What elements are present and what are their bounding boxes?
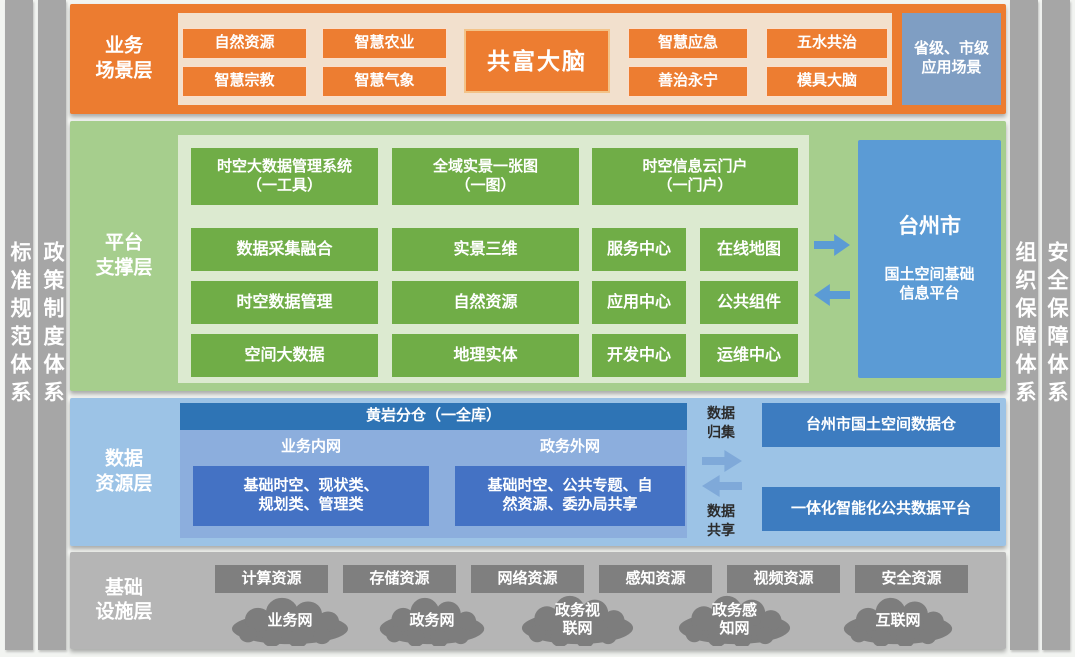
- platform-cell-spatial-big-data: 空间大数据: [191, 334, 378, 377]
- network-cloud-government-label: 政务网: [409, 612, 455, 629]
- cloud-icon: [232, 597, 348, 646]
- network-cloud-sensing-label: 政务感 知网: [711, 602, 757, 637]
- scenario-item-mold-brain: 模具大脑: [766, 66, 888, 97]
- network-cloud-video-link: 政务视 联网: [520, 594, 635, 646]
- left-bar-standards: 标准规范体系: [5, 0, 33, 650]
- scenario-item-smart-weather: 智慧气象: [322, 66, 447, 97]
- cloud-icon: [379, 597, 485, 646]
- resource-video: 视频资源: [727, 565, 840, 593]
- extranet-title: 政务外网: [539, 437, 600, 455]
- right-bar-security-label: 安全保障体系: [1045, 241, 1068, 409]
- cloud-icon: [521, 595, 634, 646]
- huangyan-warehouse-header: 黄岩分仓（一全库）: [180, 403, 687, 430]
- cloud-icon: [843, 597, 953, 646]
- platform-cell-natural-resources: 自然资源: [392, 281, 579, 324]
- platform-arrow-right-icon: [814, 234, 850, 256]
- right-bar-organization: 组织保障体系: [1010, 0, 1038, 650]
- cloud-icon: [678, 595, 791, 646]
- platform-layer-label: 平台 支撑层: [95, 232, 153, 278]
- platform-cell-online-map: 在线地图: [700, 228, 798, 271]
- platform-header-one-map: 全域实景一张图 （一图）: [392, 148, 579, 205]
- intranet-data-box: 基础时空、现状类、 规划类、管理类: [193, 466, 429, 526]
- scenario-item-good-governance: 善治永宁: [628, 66, 748, 97]
- platform-layer: 平台 支撑层 时空大数据管理系统 （一工具） 全域实景一张图 （一图） 时空信息…: [70, 121, 1006, 391]
- taizhou-platform-city: 台州市: [898, 215, 961, 239]
- data-layer: 数据 资源层 黄岩分仓（一全库） 业务内网 政务外网 基础时空、现状类、 规划类…: [70, 398, 1006, 546]
- infra-layer-label: 基础 设施层: [95, 576, 153, 623]
- left-bar-policy: 政策制度体系: [38, 0, 66, 650]
- platform-cell-common-components: 公共组件: [700, 281, 798, 324]
- taizhou-platform-name: 国土空间基础 信息平台: [884, 266, 975, 303]
- taizhou-spatial-warehouse-box: 台州市国土空间数据仓: [762, 403, 1000, 447]
- taizhou-platform-box: 台州市 国土空间基础 信息平台: [858, 140, 1001, 378]
- network-cloud-government: 政务网: [378, 596, 486, 646]
- network-cloud-video-link-label: 政务视 联网: [554, 602, 600, 637]
- right-bar-security: 安全保障体系: [1042, 0, 1070, 650]
- network-cloud-internet: 互联网: [842, 596, 954, 646]
- network-cloud-sensing: 政务感 知网: [677, 594, 792, 646]
- platform-arrow-left-icon: [814, 284, 850, 306]
- scenario-item-common-prosperity-brain: 共富大脑: [464, 29, 610, 93]
- platform-cell-spatiotemporal-data: 时空数据管理: [191, 281, 378, 324]
- resource-storage: 存储资源: [343, 565, 456, 593]
- network-cloud-internet-label: 互联网: [875, 612, 921, 629]
- left-bar-standards-label: 标准规范体系: [8, 241, 31, 409]
- platform-cell-service-center: 服务中心: [592, 228, 686, 271]
- right-bar-organization-label: 组织保障体系: [1013, 241, 1036, 409]
- scenario-item-smart-religion: 智慧宗教: [182, 66, 307, 97]
- data-share-arrow-icon: [702, 475, 742, 497]
- scenario-item-smart-agriculture: 智慧农业: [322, 28, 447, 59]
- resource-security: 安全资源: [855, 565, 968, 593]
- platform-cell-ops-center: 运维中心: [700, 334, 798, 377]
- scenario-layer: 业务 场景层 自然资源 智慧农业 智慧宗教 智慧气象 共富大脑 智慧应急 五水共…: [70, 4, 1006, 114]
- extranet-data-box: 基础时空、公共专题、自 然资源、委办局共享: [455, 466, 685, 526]
- platform-cell-data-collection: 数据采集融合: [191, 228, 378, 271]
- platform-cell-geographic-entity: 地理实体: [392, 334, 579, 377]
- data-collect-label: 数据 归集: [707, 405, 735, 440]
- platform-header-big-data-system: 时空大数据管理系统 （一工具）: [191, 148, 378, 205]
- network-cloud-business-label: 业务网: [267, 612, 313, 629]
- integrated-public-data-platform-box: 一体化智能化公共数据平台: [762, 487, 1000, 531]
- scenario-layer-label: 业务 场景层: [95, 35, 153, 81]
- scenario-provincial-city-box: 省级、市级 应用场景: [902, 13, 1001, 105]
- resource-sensing: 感知资源: [599, 565, 712, 593]
- scenario-item-natural-resources: 自然资源: [182, 28, 307, 59]
- scenario-item-five-water: 五水共治: [766, 28, 888, 59]
- scenario-item-smart-emergency: 智慧应急: [628, 28, 748, 59]
- resource-network: 网络资源: [471, 565, 584, 593]
- platform-cell-dev-center: 开发中心: [592, 334, 686, 377]
- data-collect-arrow-icon: [702, 450, 742, 472]
- data-share-label: 数据 共享: [707, 503, 735, 538]
- data-layer-label: 数据 资源层: [95, 448, 153, 494]
- platform-header-cloud-portal: 时空信息云门户 （一门户）: [592, 148, 798, 205]
- infra-layer: 基础 设施层 计算资源 存储资源 网络资源 感知资源 视频资源 安全资源 业务网…: [70, 552, 1006, 649]
- left-bar-policy-label: 政策制度体系: [41, 241, 64, 409]
- platform-cell-reality-3d: 实景三维: [392, 228, 579, 271]
- intranet-title: 业务内网: [280, 437, 341, 455]
- network-cloud-business: 业务网: [230, 596, 350, 646]
- platform-cell-app-center: 应用中心: [592, 281, 686, 324]
- resource-compute: 计算资源: [215, 565, 328, 593]
